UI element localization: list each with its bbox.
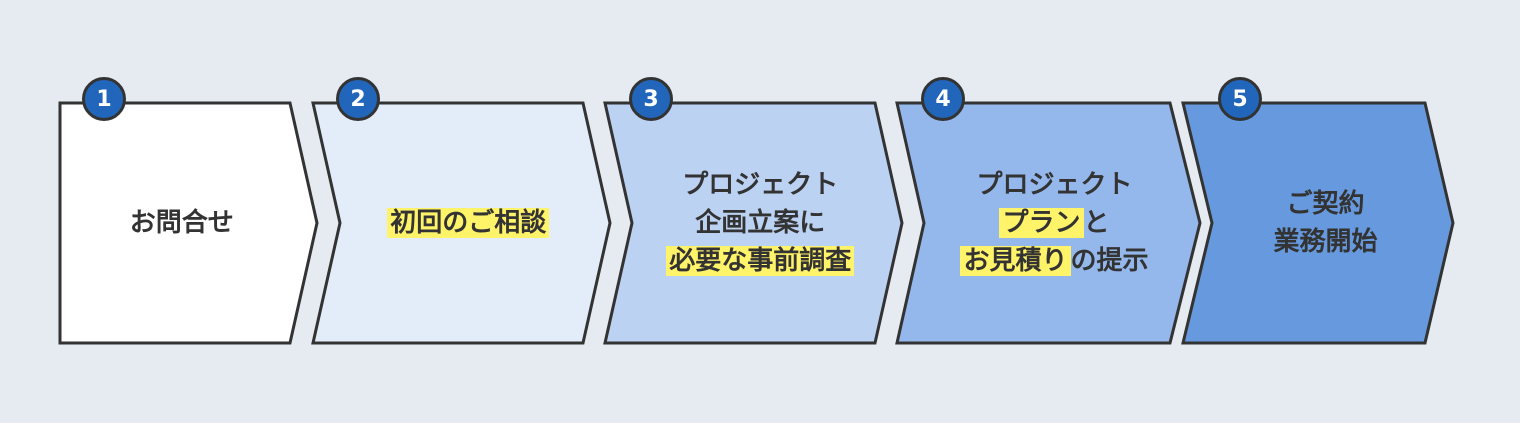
- step-number-badge: 3: [629, 77, 673, 121]
- label-line: 初回のご相談: [387, 204, 550, 242]
- label-line: プロジェクト: [976, 166, 1132, 204]
- label-line: 業務開始: [1273, 223, 1377, 261]
- label-text: プロジェクト: [682, 170, 839, 200]
- label-line: プランと: [999, 204, 1110, 242]
- highlighted-text: 必要な事前調査: [666, 246, 855, 276]
- step-number-badge: 2: [336, 77, 380, 121]
- step-number-badge: 1: [82, 77, 126, 121]
- step-1-arrow-shape: [58, 101, 319, 345]
- label-text: 業務開始: [1273, 227, 1378, 257]
- label-line: 企画立案に: [695, 204, 825, 242]
- label-line: お見積りの提示: [960, 242, 1149, 280]
- step-1-label: お問合せ: [60, 103, 304, 343]
- label-line: 必要な事前調査: [666, 242, 855, 280]
- label-line: お問合せ: [130, 204, 234, 242]
- step-2-label: 初回のご相談: [340, 103, 597, 343]
- highlighted-text: お見積り: [960, 246, 1071, 276]
- step-number-badge: 5: [1218, 77, 1262, 121]
- label-line: プロジェクト: [682, 166, 838, 204]
- label-text: プロジェクト: [976, 170, 1133, 200]
- label-text: お問合せ: [129, 208, 234, 238]
- label-text: の提示: [1070, 246, 1149, 276]
- label-line: ご契約: [1286, 185, 1364, 223]
- label-text: と: [1083, 208, 1110, 238]
- highlighted-text: 初回のご相談: [387, 208, 550, 238]
- highlighted-text: プラン: [999, 208, 1084, 238]
- step-number-badge: 4: [921, 77, 965, 121]
- step-3-label: プロジェクト企画立案に必要な事前調査: [632, 103, 889, 343]
- step-5-label: ご契約業務開始: [1212, 103, 1439, 343]
- step-5-arrow-shape: [1181, 101, 1455, 345]
- label-text: 企画立案に: [695, 208, 826, 238]
- label-text: ご契約: [1286, 189, 1365, 219]
- step-4-label: プロジェクトプランとお見積りの提示: [924, 103, 1185, 343]
- step-3-arrow-shape: [603, 101, 904, 345]
